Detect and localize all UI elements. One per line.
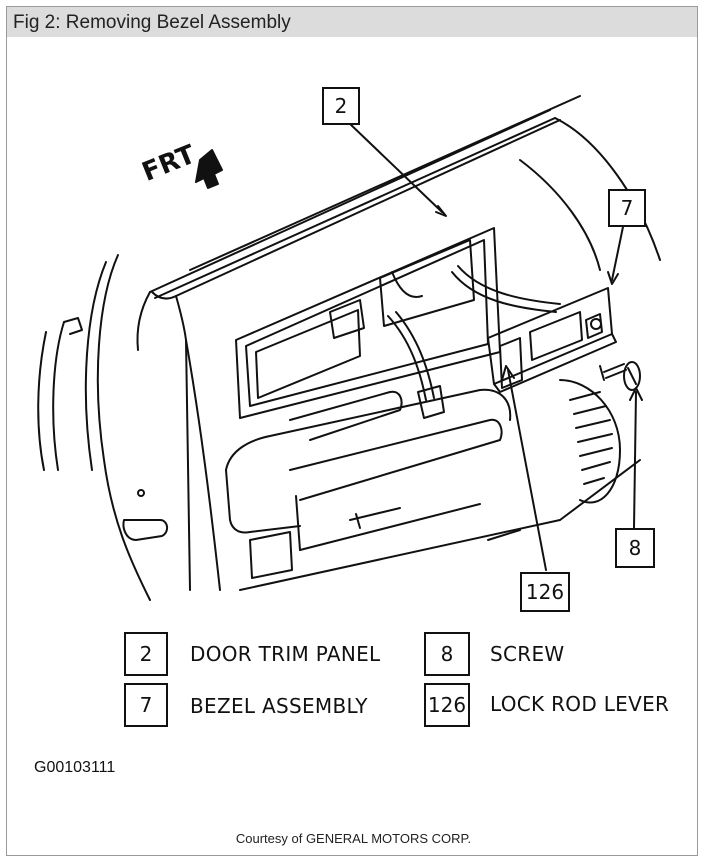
callout-door-trim-panel: 2 [322, 87, 360, 125]
trim-panel-top [136, 95, 661, 351]
legend-label-bezel-assembly: BEZEL ASSEMBLY [190, 694, 368, 718]
figure-frame: Fig 2: Removing Bezel Assembly [6, 6, 698, 856]
figure-title: Fig 2: Removing Bezel Assembly [13, 12, 291, 33]
armrest [225, 388, 521, 579]
front-arrow-icon [195, 149, 223, 189]
legend-label-lock-rod-lever: LOCK ROD LEVER [490, 692, 670, 716]
bezel-assembly-part [487, 287, 617, 393]
trim-panel-body [185, 339, 641, 591]
leader-lines [347, 121, 643, 571]
legend-label-screw: SCREW [490, 642, 565, 666]
door-edge-lines [37, 254, 168, 601]
courtesy-credit: Courtesy of GENERAL MOTORS CORP. [235, 831, 472, 846]
legend-number-screw: 8 [424, 632, 470, 676]
legend-number-lock-rod-lever: 126 [424, 683, 470, 727]
screw-part [599, 361, 641, 391]
bezel-opening [235, 227, 501, 419]
title-bar: Fig 2: Removing Bezel Assembly [7, 7, 697, 37]
speaker-grille [559, 379, 621, 504]
lock-rod [387, 265, 561, 419]
callout-bezel-assembly: 7 [608, 189, 646, 227]
legend-number-bezel-assembly: 7 [124, 683, 168, 727]
callout-screw: 8 [615, 528, 655, 568]
legend-number-door-trim-panel: 2 [124, 632, 168, 676]
callout-lock-rod-lever: 126 [520, 572, 570, 612]
figure-code: G00103111 [34, 759, 116, 776]
legend-label-door-trim-panel: DOOR TRIM PANEL [190, 642, 381, 666]
